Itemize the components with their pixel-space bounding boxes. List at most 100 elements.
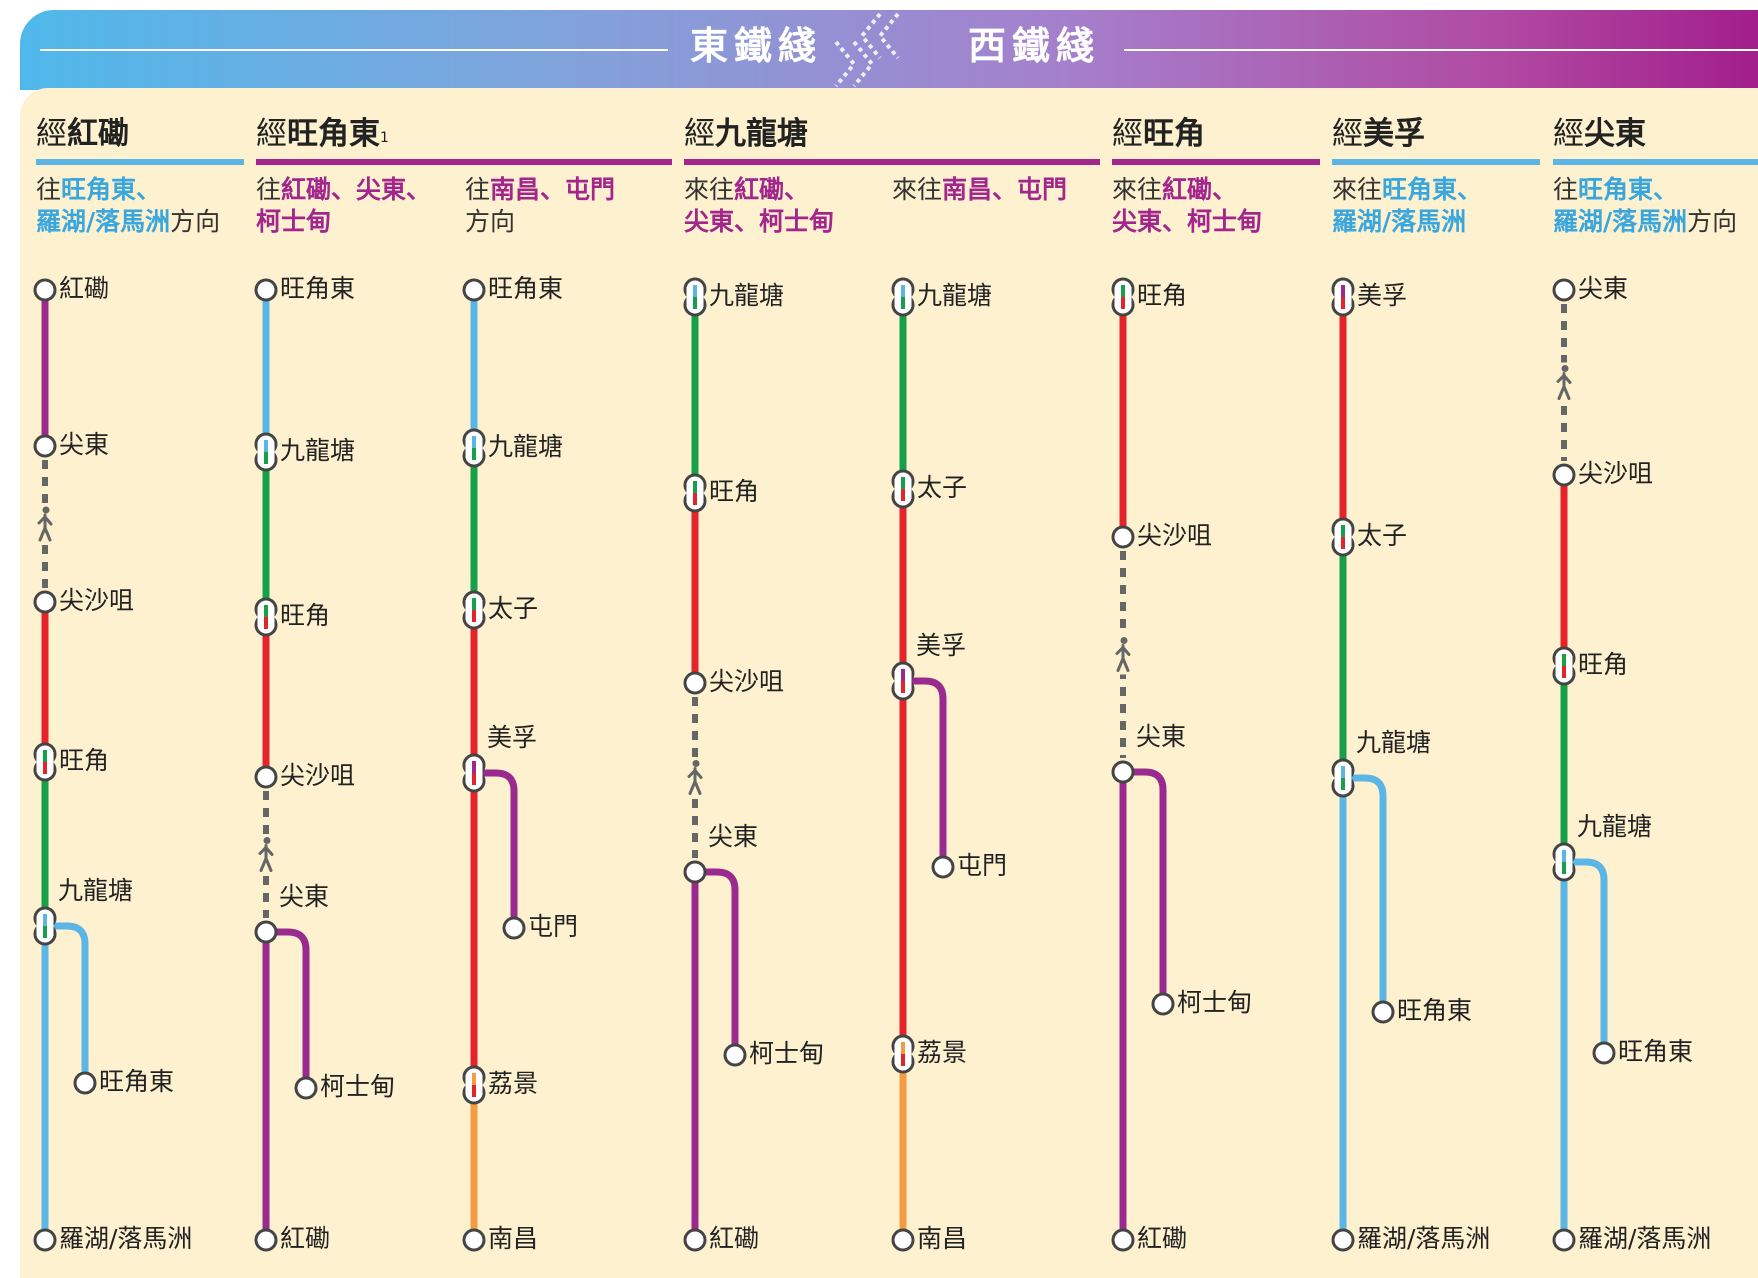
group-rule-kowloon-tong [684,159,1100,165]
station-marker [462,1228,486,1252]
station-label: 尖沙咀 [1137,521,1213,550]
station-label: 南昌 [917,1224,968,1253]
station-marker [683,860,707,884]
branch-segment [1123,768,1167,1004]
direction-text: 來往紅磡、 尖東、柯士甸 [684,175,835,236]
station-label: 九龍塘 [488,432,564,461]
station-label: 九龍塘 [58,876,134,905]
walking-person-icon [687,760,703,795]
station-label: 旺角 [709,477,760,506]
station-label: 旺角 [1137,281,1188,310]
station-marker [1552,463,1576,487]
direction-chevrons [834,12,900,88]
group-rule-mei-foo [1332,159,1540,165]
direction-text: 往紅磡、尖東、 柯士甸 [256,175,432,236]
branch-segment [695,868,739,1055]
station-label: 九龍塘 [280,436,356,465]
interchange-marker [33,906,57,946]
station-marker [1371,1000,1395,1024]
station-label: 柯士甸 [1177,988,1253,1017]
station-label: 九龍塘 [917,281,993,310]
station-label: 屯門 [528,912,579,941]
interchange-marker [462,753,486,793]
station-label: 荔景 [917,1038,968,1067]
station-label: 尖東 [1136,722,1187,751]
station-label: 旺角東 [1618,1037,1694,1066]
station-label: 尖沙咀 [709,667,785,696]
branch-segment [474,769,518,928]
station-label: 太子 [917,473,968,502]
station-label: 南昌 [488,1224,539,1253]
station-label: 羅湖/落馬洲 [1357,1224,1491,1253]
branch-segment [1343,774,1387,1012]
tuen-ma-title: 西鐵綫 [968,24,1101,68]
station-label: 旺角 [1578,650,1629,679]
walking-person-icon [1556,365,1572,400]
station-marker [462,278,486,302]
station-marker [1331,1228,1355,1252]
station-marker [1592,1041,1616,1065]
group-rule-mong-kok-east [256,159,672,165]
station-marker [1111,525,1135,549]
station-marker [254,1228,278,1252]
branch-segment [903,677,947,867]
group-title-hung-hom: 經紅磡 [36,116,129,152]
interchange-marker [1331,517,1355,557]
station-marker [33,590,57,614]
interchange-marker [1552,646,1576,686]
station-label: 尖東 [59,430,110,459]
station-label: 太子 [1357,521,1408,550]
group-title-mong-kok: 經旺角 [1112,116,1205,152]
station-label: 尖沙咀 [1578,459,1654,488]
station-label: 紅磡 [59,274,110,303]
station-label: 旺角東 [488,274,564,303]
station-label: 旺角 [59,746,110,775]
station-label: 尖沙咀 [280,761,356,790]
station-label: 屯門 [957,851,1008,880]
group-title-east-tsim-sha-tsui: 經尖東 [1553,116,1646,152]
station-label: 尖東 [708,822,759,851]
station-label: 旺角東 [99,1067,175,1096]
station-label: 紅磡 [709,1224,760,1253]
branch-segment [1564,858,1608,1053]
interchange-marker [1331,758,1355,798]
interchange-marker [462,1065,486,1105]
station-label: 尖東 [1578,274,1629,303]
station-marker [73,1071,97,1095]
interchange-marker [254,597,278,637]
station-label: 美孚 [1357,281,1408,310]
banner-rule-right [1124,49,1758,51]
interchange-marker [891,469,915,509]
direction-text: 往旺角東、 羅湖/落馬洲方向 [1553,175,1738,236]
group-title-mong-kok-east: 經旺角東1 [256,116,389,152]
station-marker [254,278,278,302]
group-rule-hung-hom [36,159,244,165]
interchange-marker [462,428,486,468]
station-label: 太子 [488,594,539,623]
station-marker [1111,760,1135,784]
station-marker [254,920,278,944]
station-label: 尖沙咀 [59,586,135,615]
station-marker [891,1228,915,1252]
station-marker [683,1228,707,1252]
walking-person-icon [1115,637,1131,672]
station-label: 九龍塘 [709,281,785,310]
branch-segment [266,928,310,1088]
direction-text: 往旺角東、 羅湖/落馬洲方向 [36,175,221,236]
walking-person-icon [258,837,274,872]
station-label: 美孚 [916,631,967,660]
station-marker [1552,278,1576,302]
station-label: 尖東 [279,882,330,911]
interchange-marker [891,661,915,701]
station-label: 旺角 [280,601,331,630]
group-rule-east-tsim-sha-tsui [1553,159,1758,165]
group-rule-mong-kok [1112,159,1320,165]
direction-text: 來往旺角東、 羅湖/落馬洲 [1332,175,1483,236]
station-label: 九龍塘 [1356,728,1432,757]
station-marker [33,434,57,458]
banner-rule-left [40,49,668,51]
station-marker [33,1228,57,1252]
station-label: 柯士甸 [320,1072,396,1101]
station-label: 九龍塘 [1577,812,1653,841]
